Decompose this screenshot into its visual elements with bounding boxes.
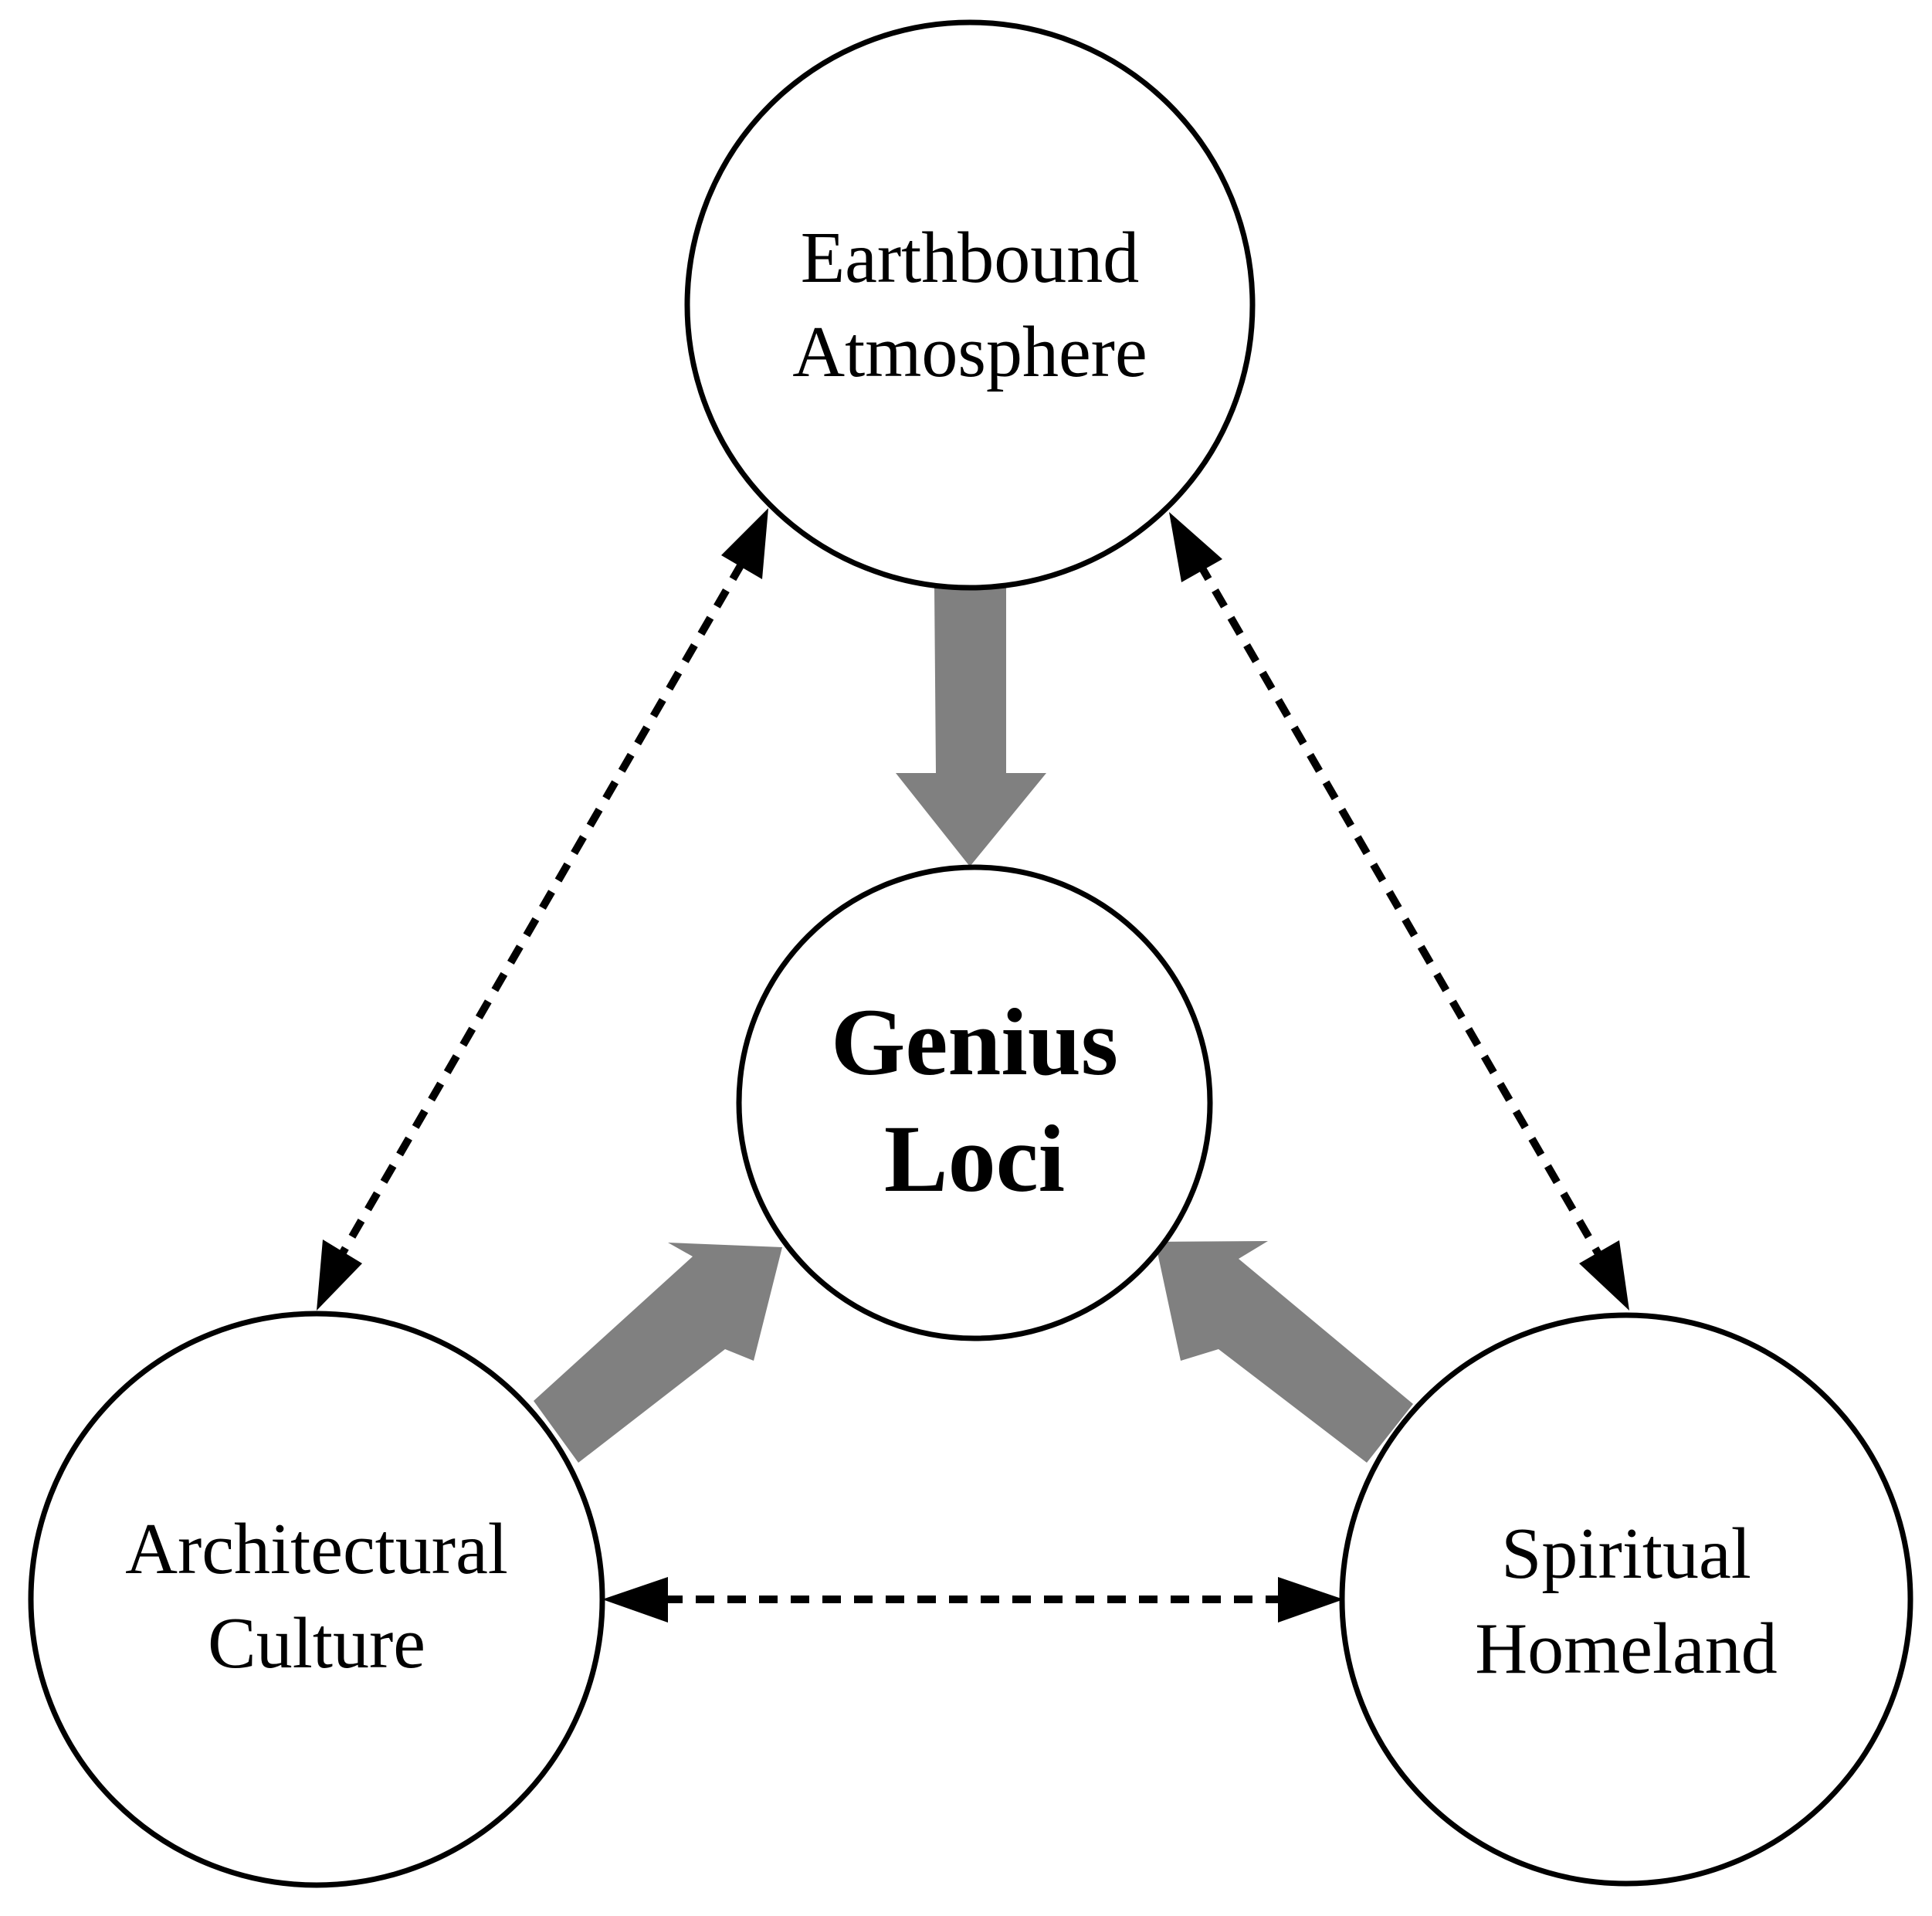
arrowhead-top-left-lower — [317, 1239, 362, 1311]
node-top-label-line2: Atmosphere — [792, 312, 1147, 392]
node-center-circle — [736, 864, 1213, 1341]
influence-arrow-top-to-center — [896, 587, 1046, 866]
arrowhead-bottom-right — [1278, 1577, 1344, 1623]
arrowhead-top-right-upper — [1169, 512, 1222, 582]
node-right-label-line1: Spiritual — [1501, 1514, 1751, 1594]
node-center-label-line2: Loci — [884, 1106, 1065, 1212]
arrowhead-bottom-left — [602, 1577, 668, 1623]
influence-arrows — [534, 587, 1413, 1463]
node-top: Earthbound Atmosphere — [684, 19, 1256, 591]
node-right-circle — [1339, 1312, 1913, 1887]
node-left: Architectural Culture — [28, 1311, 605, 1888]
node-top-circle — [684, 19, 1256, 591]
node-left-circle — [28, 1311, 605, 1888]
arrowhead-top-right-lower — [1579, 1240, 1629, 1311]
node-left-label-line1: Architectural — [125, 1509, 508, 1589]
influence-arrow-left-to-center — [534, 1243, 782, 1463]
node-right-label-line2: Homeland — [1475, 1609, 1778, 1689]
node-right: Spiritual Homeland — [1339, 1312, 1913, 1887]
influence-arrow-right-to-center — [1155, 1241, 1413, 1463]
relation-line-top-left — [334, 561, 746, 1264]
relation-arrows — [317, 508, 1629, 1623]
node-top-label-line1: Earthbound — [801, 218, 1140, 298]
relation-line-top-right — [1195, 561, 1607, 1264]
node-center: Genius Loci — [736, 864, 1213, 1341]
arrowhead-top-left-upper — [721, 508, 768, 579]
node-center-label-line1: Genius — [831, 989, 1118, 1095]
node-left-label-line2: Culture — [208, 1603, 425, 1684]
